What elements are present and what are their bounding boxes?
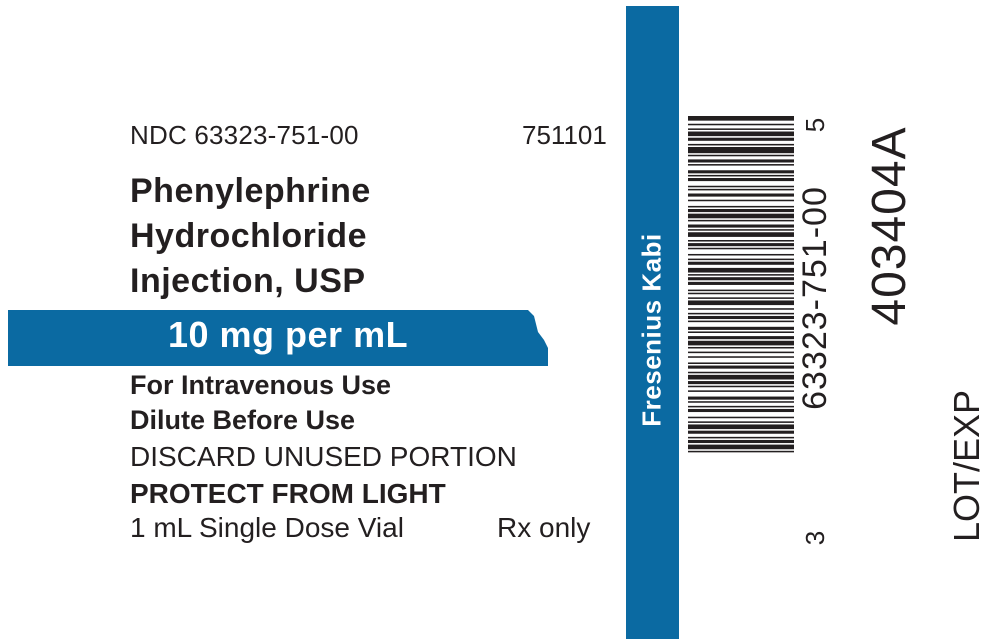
barcode-end-digit: 5 — [800, 117, 830, 133]
dilute-text: Dilute Before Use — [130, 405, 356, 435]
manufacturer-name: Fresenius Kabi — [636, 233, 667, 427]
protect-text: PROTECT FROM LIGHT — [130, 478, 446, 509]
drug-name-line-1: Phenylephrine — [130, 172, 371, 210]
vial-size-text: 1 mL Single Dose Vial — [130, 512, 404, 543]
item-number: 751101 — [522, 120, 607, 150]
barcode-digits: 63323-751-00 — [796, 186, 834, 410]
barcode — [688, 116, 794, 453]
label-code: 403404A — [863, 126, 916, 326]
strength-band — [8, 310, 548, 366]
manufacturer-bar — [626, 6, 679, 639]
strength-text: 10 mg per mL — [168, 314, 409, 355]
lot-exp-text: LOT/EXP — [946, 389, 987, 543]
barcode-start-digit: 3 — [800, 530, 830, 546]
ndc-number: NDC 63323-751-00 — [130, 120, 359, 150]
drug-name-line-3: Injection, USP — [130, 262, 366, 300]
route-text: For Intravenous Use — [130, 370, 392, 400]
drug-name-line-2: Hydrochloride — [130, 217, 367, 255]
rx-only-text: Rx only — [497, 512, 591, 543]
discard-text: DISCARD UNUSED PORTION — [130, 441, 517, 472]
